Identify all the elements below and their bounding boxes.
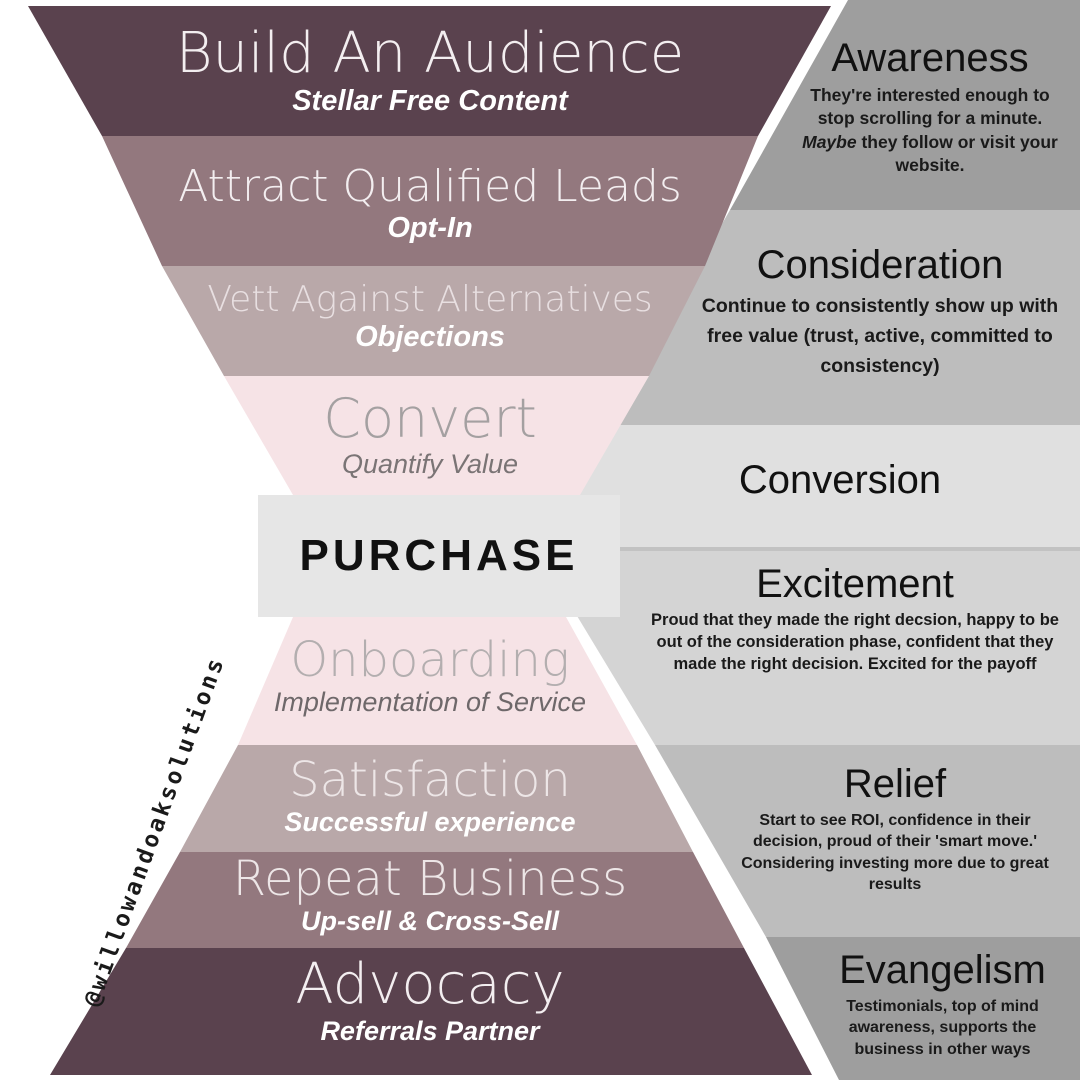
relief-band — [655, 745, 1080, 937]
tier-title: Vett Against Alternatives — [207, 279, 653, 320]
tier-title: Onboarding — [290, 632, 570, 688]
tier-onboarding-shape — [238, 617, 637, 745]
awareness-band — [730, 0, 1080, 210]
stage-description: They're interested enough to stop scroll… — [795, 84, 1065, 177]
stage-description: Continue to consistently show up with fr… — [701, 295, 1059, 378]
tier-build-audience-shape — [28, 6, 831, 136]
tier-onboarding: Onboarding Implementation of Service — [160, 636, 700, 718]
tier-satisfaction-shape — [180, 745, 693, 852]
tier-repeat-business-shape — [126, 852, 744, 948]
tier-repeat-business: Repeat Business Up-sell & Cross-Sell — [160, 855, 700, 937]
tier-advocacy: Advocacy Referrals Partner — [160, 957, 700, 1047]
stage-description: Start to see ROI, confidence in their de… — [741, 812, 1049, 893]
stage-title: Evangelism — [839, 948, 1046, 992]
conversion-band — [536, 425, 1080, 548]
stage-excitement: Excitement Proud that they made the righ… — [640, 564, 1070, 676]
tier-title: Repeat Business — [232, 851, 628, 907]
tier-subtitle: Quantify Value — [341, 449, 519, 479]
purchase-box — [258, 495, 620, 617]
tier-subtitle: Successful experience — [284, 807, 576, 837]
consideration-band — [606, 210, 1080, 425]
stage-evangelism: Evangelism Testimonials, top of mind awa… — [825, 950, 1060, 1060]
stage-title: Consideration — [756, 243, 1004, 287]
tier-build-audience: Build An Audience Stellar Free Content — [160, 26, 700, 118]
stage-conversion: Conversion — [690, 460, 990, 500]
tier-advocacy-shape — [50, 948, 812, 1075]
stage-awareness: Awareness They're interested enough to s… — [795, 38, 1065, 177]
desc-emphasis: Maybe — [802, 131, 857, 152]
tier-vett-alternatives-shape — [162, 266, 705, 376]
tier-title: Satisfaction — [289, 752, 571, 808]
tier-title: Convert — [323, 387, 537, 450]
tier-subtitle: Opt-In — [387, 212, 473, 244]
desc-text: They're interested enough to stop scroll… — [810, 85, 1050, 129]
stage-description: Proud that they made the right decsion, … — [651, 611, 1059, 673]
desc-text: they follow or visit your website. — [856, 131, 1058, 175]
tier-subtitle: Up-sell & Cross-Sell — [300, 906, 560, 936]
tier-title: Attract Qualified Leads — [178, 161, 682, 212]
tier-title: Advocacy — [295, 952, 565, 1017]
stage-title: Excitement — [756, 562, 954, 606]
purchase-label: PURCHASE — [299, 531, 579, 580]
tier-subtitle: Stellar Free Content — [292, 85, 568, 117]
stage-relief: Relief Start to see ROI, confidence in t… — [735, 764, 1055, 895]
excitement-band — [536, 548, 1080, 745]
stage-title: Conversion — [738, 458, 942, 502]
tier-vett-alternatives: Vett Against Alternatives Objections — [160, 282, 700, 354]
tier-satisfaction: Satisfaction Successful experience — [160, 756, 700, 838]
stage-consideration: Consideration Continue to consistently s… — [690, 245, 1070, 382]
stage-description: Testimonials, top of mind awareness, sup… — [846, 998, 1039, 1058]
stage-title: Relief — [843, 762, 947, 806]
stage-title: Awareness — [831, 36, 1029, 80]
tier-attract-leads-shape — [102, 136, 758, 266]
tier-title: Build An Audience — [175, 21, 685, 86]
tier-attract-leads: Attract Qualified Leads Opt-In — [160, 165, 700, 245]
tier-convert-shape — [224, 376, 649, 495]
tier-subtitle: Referrals Partner — [320, 1016, 540, 1046]
evangelism-band — [766, 937, 1080, 1080]
tier-subtitle: Implementation of Service — [273, 687, 587, 717]
tier-subtitle: Objections — [355, 321, 505, 353]
tier-convert: Convert Quantify Value — [160, 392, 700, 480]
